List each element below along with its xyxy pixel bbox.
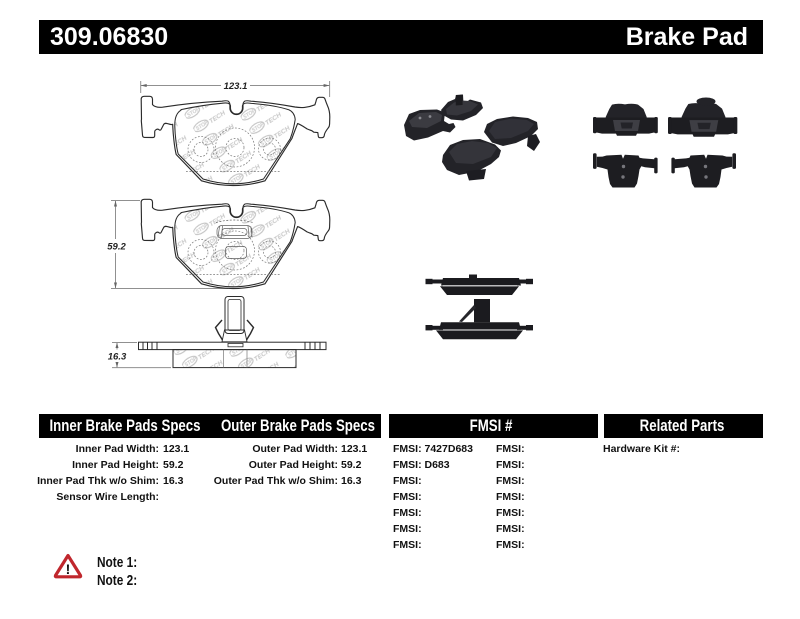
svg-text:!: ! [66,561,71,577]
svg-text:16.3: 16.3 [108,352,127,363]
svg-text:123.1: 123.1 [224,81,248,92]
svg-text:59.2: 59.2 [107,242,126,253]
